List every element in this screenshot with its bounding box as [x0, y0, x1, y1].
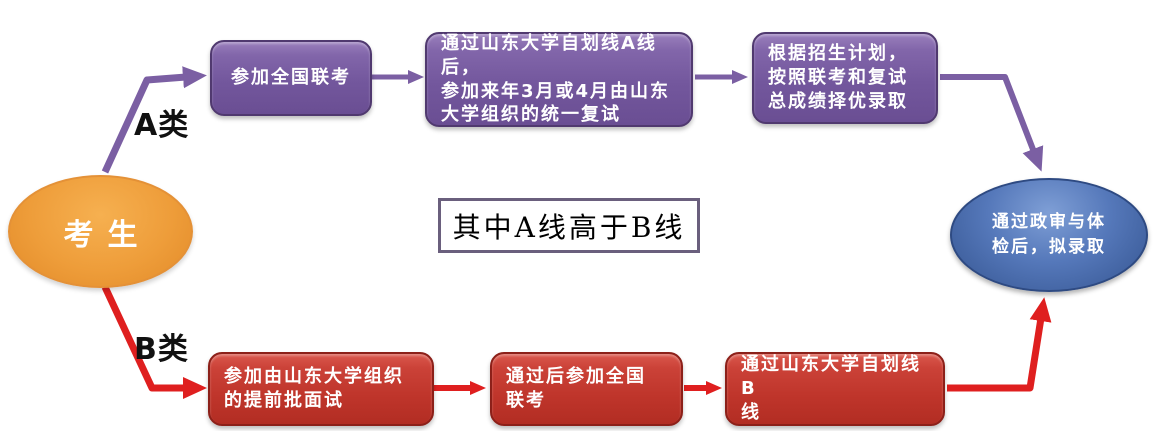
end-node-admission: 通过政审与体 检后，拟录取 [950, 178, 1148, 292]
step-a3-label: 根据招生计划， 按照联考和复试 总成绩择优录取 [768, 43, 908, 112]
arrow-start-to-a1 [101, 66, 207, 174]
step-b2-national-exam: 通过后参加全国 联考 [490, 352, 683, 426]
step-a1-label: 参加全国联考 [231, 67, 351, 89]
step-b1-label: 参加由山东大学组织 的提前批面试 [224, 366, 404, 411]
step-a2-label: 通过山东大学自划线A线后， 参加来年3月或4月由山东 大学组织的统一复试 [441, 33, 671, 126]
arrow-a3-to-end [940, 74, 1044, 172]
step-b2-label: 通过后参加全国 联考 [506, 366, 646, 411]
step-a1-national-exam: 参加全国联考 [210, 40, 372, 116]
step-a2-line-a-retest: 通过山东大学自划线A线后， 参加来年3月或4月由山东 大学组织的统一复试 [425, 32, 693, 127]
start-node-label: 考生 [63, 217, 152, 253]
branch-label-b: B类 [134, 324, 189, 368]
step-b1-early-interview: 参加由山东大学组织 的提前批面试 [208, 352, 434, 426]
branch-label-b-text: B类 [134, 332, 189, 367]
step-a3-merit-admission: 根据招生计划， 按照联考和复试 总成绩择优录取 [752, 32, 938, 124]
start-node-candidate: 考生 [8, 175, 193, 288]
arrow-b3-to-end [947, 297, 1052, 392]
step-b3-label: 通过山东大学自划线B 线 [741, 354, 921, 423]
branch-label-a: A类 [134, 100, 189, 144]
note-box-label: 其中A线高于B线 [452, 210, 686, 244]
step-b3-line-b: 通过山东大学自划线B 线 [725, 352, 945, 426]
end-node-label: 通过政审与体 检后，拟录取 [992, 212, 1106, 257]
branch-label-a-text: A类 [134, 108, 190, 143]
note-box-line-comparison: 其中A线高于B线 [438, 198, 700, 253]
arrow-start-to-b1 [101, 285, 207, 399]
